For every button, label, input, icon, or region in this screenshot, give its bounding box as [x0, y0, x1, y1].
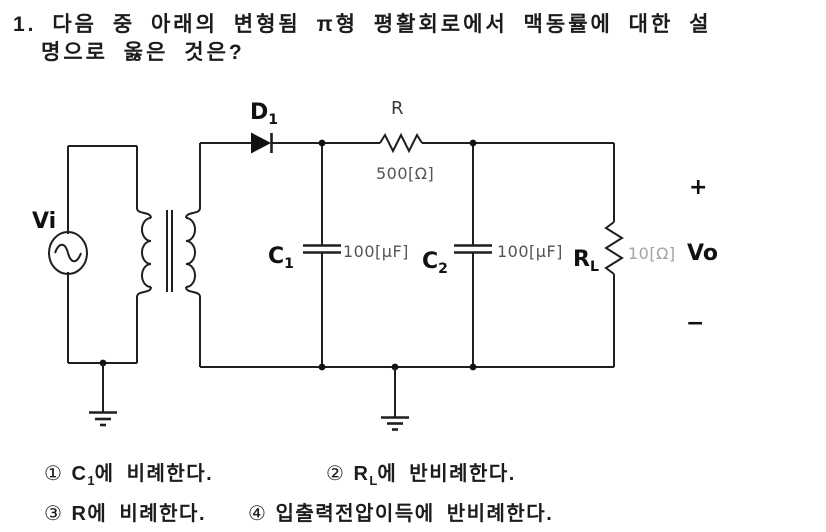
option-4-number: ④ — [248, 503, 268, 525]
output-voltage-label: Vo — [687, 241, 718, 266]
load-resistor-rl-value: 10[Ω] — [628, 244, 676, 263]
option-4-text-pre: 입출력전압이득에 반비례한다. — [275, 503, 554, 525]
ground-icon-left — [89, 363, 117, 427]
option-1-text-pre: C — [71, 463, 88, 485]
resistor-r-value: 500[Ω] — [376, 164, 434, 183]
input-loop-wires — [67, 145, 137, 364]
question-text-line1: 1. 다음 중 아래의 변형됨 π형 평활회로에서 맥동률에 대한 설 — [13, 13, 712, 36]
option-1-text-post: 에 비례한다. — [94, 463, 214, 485]
capacitor-c2-icon — [454, 143, 492, 367]
option-2-text-post: 에 반비례한다. — [377, 463, 516, 485]
option-3-text-pre: R — [71, 503, 88, 525]
circuit-diagram: Vi D1 R 500[Ω] C1 100[μF] C2 100[μF] — [32, 98, 718, 431]
capacitor-c1-value: 100[μF] — [343, 242, 409, 261]
plus-sign: + — [689, 175, 707, 200]
load-resistor-rl-label: RL — [573, 247, 599, 275]
minus-sign: − — [686, 311, 704, 336]
option-1-subscript: 1 — [87, 473, 95, 488]
transformer-icon — [136, 143, 201, 367]
option-1-number: ① — [44, 463, 64, 485]
option-2-number: ② — [326, 463, 346, 485]
diode-d1-label: D1 — [250, 100, 278, 128]
option-3-text-post: 에 비례한다. — [87, 503, 207, 525]
option-3-number: ③ — [44, 503, 64, 525]
question-text-line2: 명으로 옳은 것은? — [41, 41, 245, 64]
capacitor-c2-value: 100[μF] — [497, 242, 563, 261]
answer-option-4[interactable]: ④ 입출력전압이득에 반비례한다. — [248, 497, 553, 528]
diode-d1-icon — [251, 132, 273, 154]
resistor-r-icon — [379, 132, 423, 154]
option-2-text-pre: R — [353, 463, 370, 485]
ac-source-icon — [48, 231, 88, 275]
resistor-r-label: R — [391, 98, 404, 119]
ground-icon-center — [381, 367, 409, 431]
capacitor-c1-label: C1 — [268, 244, 294, 272]
load-resistor-rl-icon — [604, 221, 624, 275]
input-voltage-label: Vi — [32, 209, 56, 234]
capacitor-c1-icon — [303, 143, 341, 367]
option-2-subscript: L — [369, 473, 378, 488]
capacitor-c2-label: C2 — [422, 249, 448, 277]
